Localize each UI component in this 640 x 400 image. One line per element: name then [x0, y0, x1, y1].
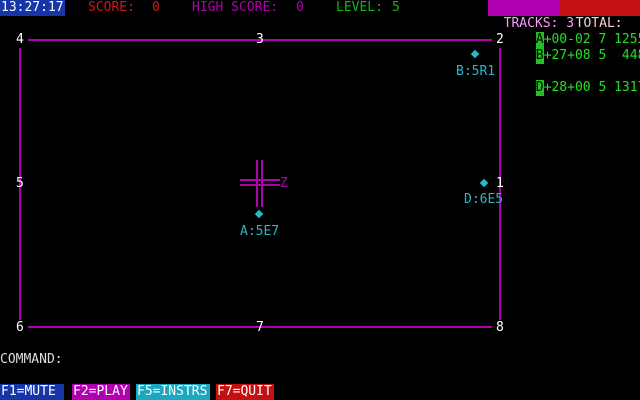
- level-value: 5: [392, 0, 400, 15]
- contact-label[interactable]: A:5E7: [240, 224, 280, 239]
- crosshair-cursor[interactable]: [240, 160, 280, 207]
- mute-button[interactable]: F1=MUTE: [0, 384, 64, 400]
- score-value: 0: [152, 0, 160, 15]
- track-data: +27+08 5 448: [543, 48, 640, 63]
- play-button[interactable]: F2=PLAY: [72, 384, 130, 400]
- track-id-badge: D: [535, 80, 544, 96]
- contact-marker[interactable]: [254, 209, 264, 219]
- node-label: 8: [496, 320, 504, 335]
- high-score-value: 0: [296, 0, 304, 15]
- score-label: SCORE:: [88, 0, 135, 15]
- track-data: +28+00 5 1317: [543, 80, 640, 95]
- instructions-button[interactable]: F5=INSTRS: [136, 384, 210, 400]
- node-label: 4: [16, 32, 24, 47]
- track-id-badge: B: [535, 48, 544, 64]
- clock: 13:27:17: [0, 0, 65, 16]
- track-row: D+28+00 5 1317: [520, 64, 640, 96]
- track-row: A+00-02 7 1255: [520, 16, 640, 48]
- quit-button[interactable]: F7=QUIT: [216, 384, 274, 400]
- node-label: 5: [16, 176, 24, 191]
- node-label: 1: [496, 176, 504, 191]
- contact-marker[interactable]: [470, 49, 480, 59]
- total-label: TOTAL:: [575, 16, 623, 31]
- cursor-label: Z: [280, 176, 288, 191]
- node-label: 6: [16, 320, 24, 335]
- track-data: +00-02 7 1255: [543, 32, 640, 47]
- node-label: 7: [256, 320, 264, 335]
- tracks-label: TRACKS:: [503, 16, 559, 31]
- tracks-value: 3: [566, 16, 574, 31]
- level-label: LEVEL:: [336, 0, 383, 15]
- node-label: 2: [496, 32, 504, 47]
- node-label: 3: [256, 32, 264, 47]
- track-id-badge: A: [535, 32, 544, 48]
- contact-label[interactable]: B:5R1: [456, 64, 496, 79]
- command-prompt[interactable]: COMMAND:: [0, 352, 63, 367]
- track-row: B+27+08 5 448: [520, 32, 640, 64]
- contact-label[interactable]: D:6E5: [464, 192, 504, 207]
- high-score-label: HIGH SCORE:: [192, 0, 279, 15]
- total-count-box: TOTAL: 3: [560, 0, 640, 31]
- contact-marker[interactable]: [479, 178, 489, 188]
- tracks-count-box: TRACKS: 3: [488, 0, 574, 31]
